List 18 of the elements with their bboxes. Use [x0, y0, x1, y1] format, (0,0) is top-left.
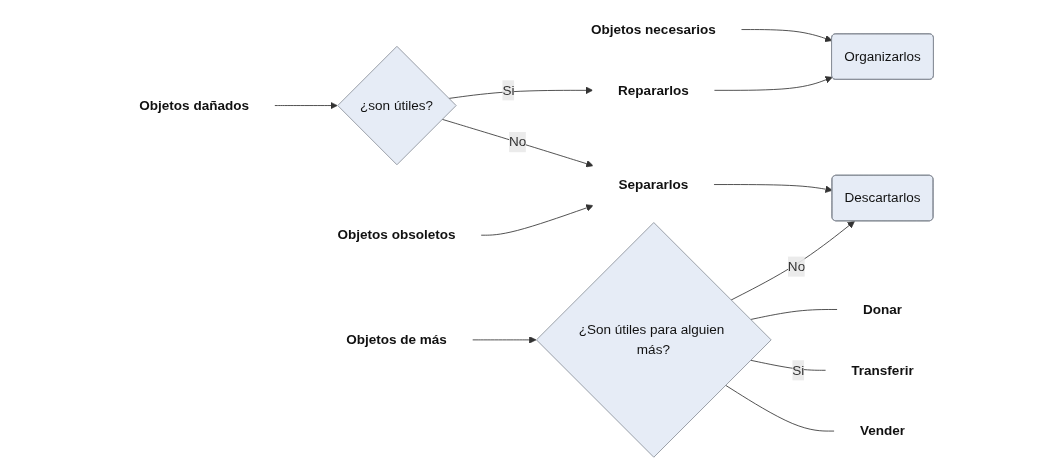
node-text: Objetos necesarios [591, 21, 716, 37]
node-text: Vender [859, 423, 906, 438]
edge-label: No [787, 258, 806, 274]
connector [725, 384, 836, 432]
edge-label: No [509, 134, 527, 149]
edge-label: Si [502, 82, 515, 98]
node-text: Objetos obsoletos [337, 227, 456, 242]
node-text: Separarlos [618, 176, 689, 192]
node-text: Transferir [851, 362, 914, 378]
node-text: Donar [862, 301, 903, 317]
node-text: Repararlos [618, 82, 689, 98]
node-text: Objetos de más [346, 332, 447, 347]
connector [750, 359, 827, 371]
connector [750, 309, 839, 320]
node-diamond: ¿son útiles? [337, 45, 457, 166]
edge-label: Si [792, 362, 805, 378]
node-diamond: ¿Son útiles para alguien más? [536, 222, 772, 458]
node-text: Objetos dañados [139, 97, 249, 113]
